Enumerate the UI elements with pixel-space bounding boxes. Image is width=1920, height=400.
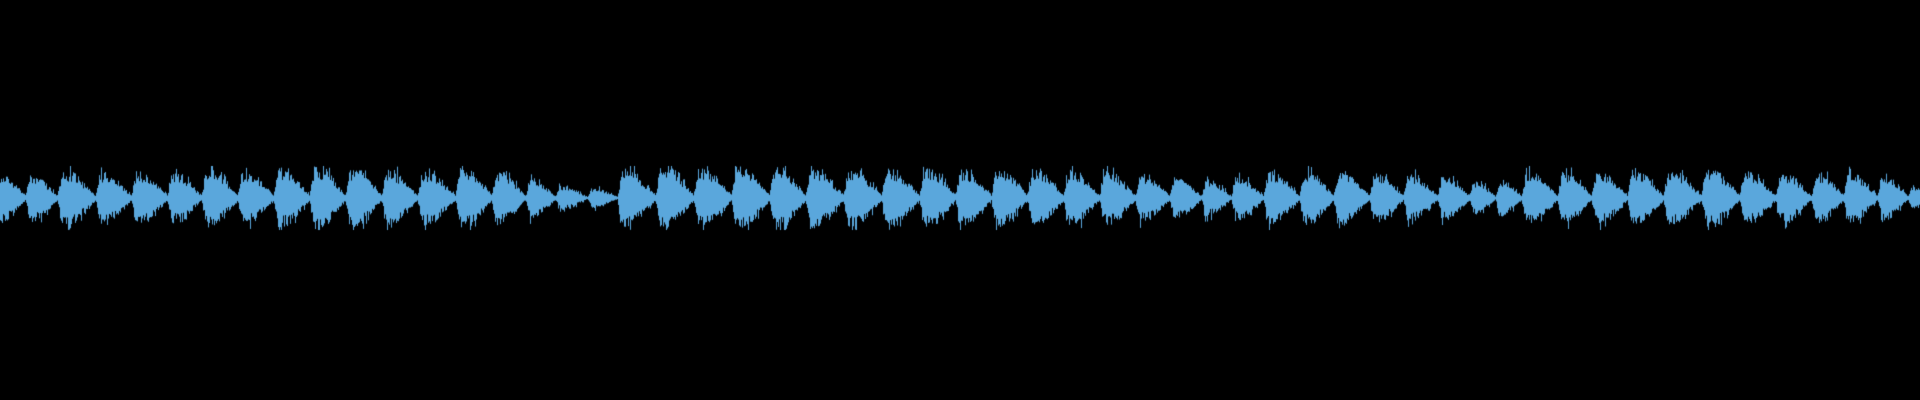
waveform-canvas[interactable] [0, 0, 1920, 400]
audio-waveform-track[interactable] [0, 0, 1920, 400]
